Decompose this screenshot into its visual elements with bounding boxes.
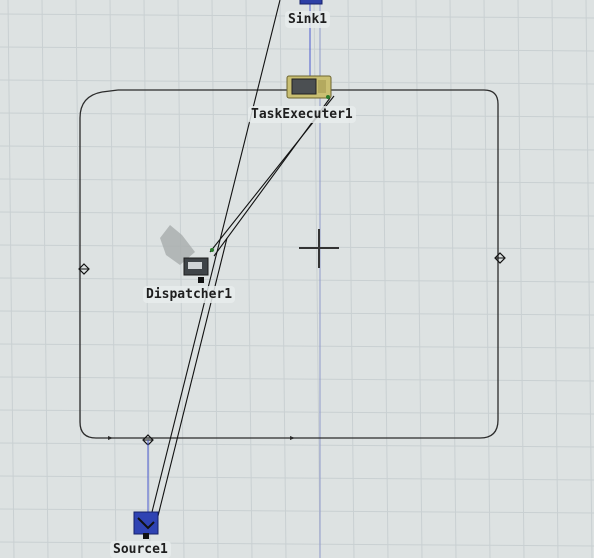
sink-object[interactable] — [299, 0, 323, 5]
grid-line — [0, 277, 594, 283]
grid-line — [551, 0, 559, 558]
network-node[interactable] — [494, 252, 506, 264]
grid-line — [0, 442, 594, 448]
path-arrow-icon — [290, 436, 295, 440]
grid-line — [279, 0, 287, 558]
grid-line — [415, 0, 423, 558]
grid-line — [449, 0, 457, 558]
grid-line — [0, 244, 594, 250]
grid-line — [41, 0, 49, 558]
source-object[interactable] — [133, 511, 159, 539]
grid-line — [0, 475, 594, 481]
grid-line — [347, 0, 355, 558]
source-label[interactable]: Source1 — [110, 541, 171, 558]
grid-line — [483, 0, 491, 558]
grid-line — [0, 46, 594, 52]
grid-line — [0, 508, 594, 514]
grid-line — [517, 0, 525, 558]
path-arrow-icon — [108, 436, 113, 440]
task-executer-object[interactable] — [286, 75, 332, 99]
grid-line — [0, 376, 594, 382]
task-executer-label[interactable]: TaskExecuter1 — [248, 106, 356, 123]
grid-line — [0, 310, 594, 316]
grid-line — [585, 0, 593, 558]
grid-line — [0, 343, 594, 349]
grid-line — [7, 0, 15, 558]
dispatcher-label[interactable]: Dispatcher1 — [143, 286, 236, 303]
sink-label[interactable]: Sink1 — [285, 11, 331, 28]
crosshair-cursor-icon — [299, 229, 339, 268]
grid-line — [0, 178, 594, 184]
dispatcher-object[interactable] — [160, 225, 214, 283]
grid-line — [0, 211, 594, 217]
grid-line — [381, 0, 389, 558]
network-node[interactable] — [78, 263, 90, 275]
grid-line — [245, 0, 253, 558]
grid-line — [0, 409, 594, 415]
grid-line — [0, 541, 594, 547]
grid-line — [0, 145, 594, 151]
network-path[interactable] — [79, 89, 499, 439]
